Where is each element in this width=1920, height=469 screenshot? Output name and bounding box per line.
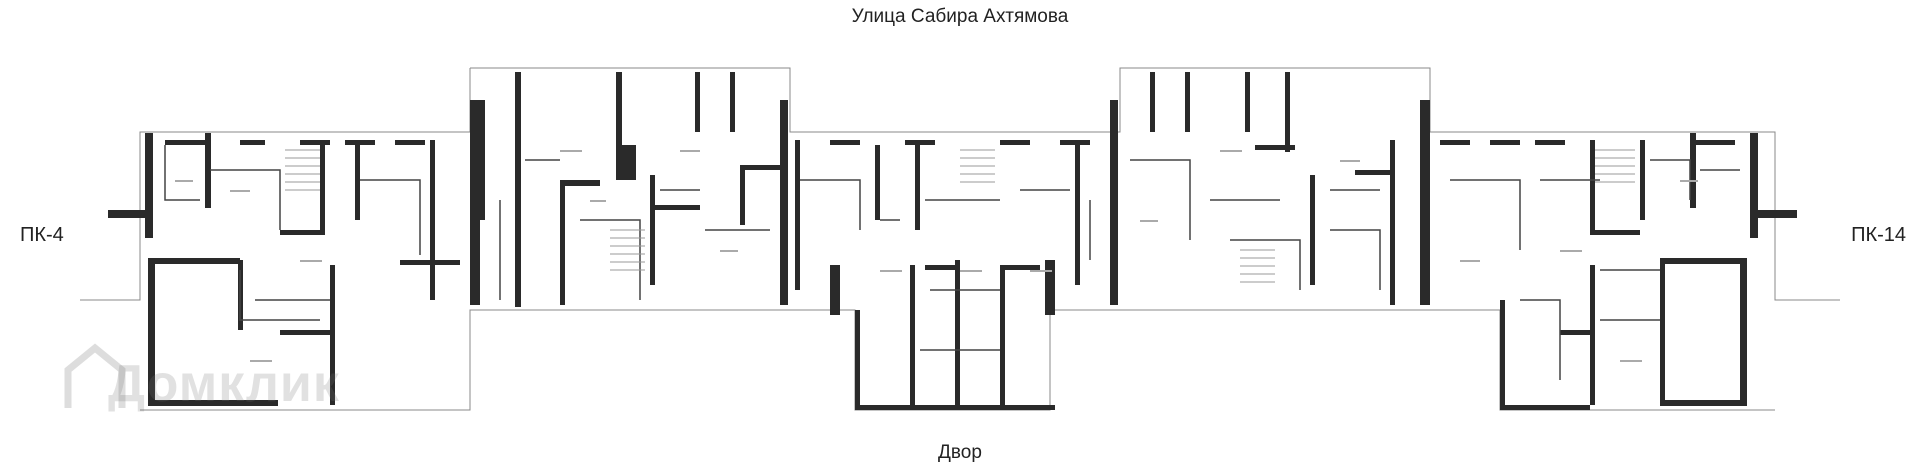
yard-label: Двор bbox=[938, 442, 982, 463]
structural-walls bbox=[108, 72, 1797, 410]
street-label: Улица Сабира Ахтямова bbox=[851, 6, 1069, 27]
house-logo-icon bbox=[64, 343, 126, 408]
room-caption-marks bbox=[175, 150, 1698, 362]
stair-hatching bbox=[285, 149, 1635, 283]
watermark-text: Домклик bbox=[108, 355, 340, 413]
interior-partitions bbox=[164, 145, 1740, 380]
entrance-left-label: ПК-4 bbox=[20, 224, 64, 246]
entrance-right-label: ПК-14 bbox=[1851, 224, 1906, 246]
